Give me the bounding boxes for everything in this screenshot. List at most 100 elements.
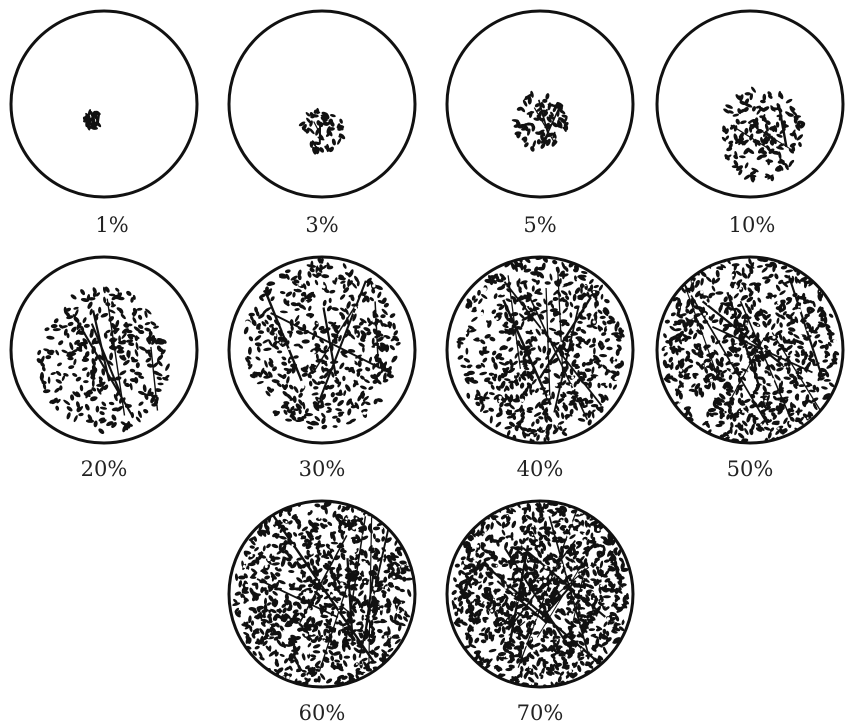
leaf <box>376 583 384 588</box>
leaf <box>565 673 571 679</box>
leaf <box>124 423 129 431</box>
leaf <box>314 503 321 508</box>
leaf <box>381 547 386 552</box>
leaf <box>319 603 325 611</box>
canopy-gap <box>753 263 757 266</box>
leaf <box>277 519 282 526</box>
panel-circle <box>9 255 199 445</box>
leaf <box>340 611 347 614</box>
canopy-gap <box>362 411 367 415</box>
leaf <box>361 393 365 399</box>
leaf <box>751 106 757 112</box>
canopy-gap <box>464 331 468 335</box>
leaf <box>383 569 391 574</box>
canopy-gap <box>531 508 535 512</box>
leaf <box>363 379 370 384</box>
leaf <box>608 315 615 321</box>
leaf <box>516 578 524 582</box>
leaf <box>404 577 413 581</box>
leaf <box>522 99 528 107</box>
canopy-gap <box>678 306 681 309</box>
canopy-gap <box>505 272 507 274</box>
leaf <box>523 349 529 358</box>
leaf <box>314 343 321 348</box>
leaf <box>313 141 321 146</box>
leaf <box>356 644 365 649</box>
leaf <box>131 309 138 315</box>
leaf <box>710 313 715 320</box>
leaf <box>120 313 126 320</box>
leaf <box>683 372 690 378</box>
leaf <box>310 348 317 353</box>
leaf <box>314 279 319 286</box>
leaf <box>66 406 73 412</box>
leaf <box>517 123 526 129</box>
leaf <box>334 513 342 518</box>
leaf <box>491 376 497 382</box>
leaf <box>293 288 302 293</box>
leaf <box>602 584 608 592</box>
leaf <box>157 382 164 386</box>
leaf <box>586 651 591 660</box>
leaf <box>75 376 82 382</box>
leaf <box>349 629 358 634</box>
leaf <box>264 319 269 325</box>
leaf <box>783 376 791 380</box>
leaf <box>759 395 768 399</box>
leaf <box>119 370 127 376</box>
leaf <box>376 336 384 342</box>
canopy-gap <box>805 378 807 380</box>
leaf <box>491 563 497 568</box>
leaf <box>692 373 697 379</box>
leaf <box>726 351 733 357</box>
canopy-gap <box>542 339 546 342</box>
canopy-gap <box>267 557 271 562</box>
leaf <box>537 345 542 353</box>
canopy-gap <box>529 574 533 578</box>
leaf <box>807 357 815 363</box>
leaf <box>323 367 329 372</box>
leaf <box>602 628 607 635</box>
leaf <box>586 377 594 382</box>
canopy-gap <box>757 324 759 327</box>
leaf <box>507 642 515 647</box>
leaf <box>514 378 519 387</box>
leaf <box>84 351 90 357</box>
leaf <box>290 325 294 331</box>
canopy-gap <box>547 514 550 517</box>
leaf <box>618 557 624 562</box>
leaf <box>301 126 308 133</box>
leaf <box>770 323 776 331</box>
leaf <box>775 363 782 367</box>
leaf <box>765 335 770 343</box>
leaf <box>323 345 328 351</box>
leaf <box>775 329 783 336</box>
leaf <box>738 425 744 431</box>
leaf <box>345 626 353 632</box>
foliage-drawing <box>661 257 842 443</box>
leaf <box>268 595 274 602</box>
leaf <box>553 670 561 675</box>
leaf <box>256 380 264 385</box>
leaf <box>582 381 589 386</box>
leaf <box>101 368 106 376</box>
leaf <box>734 366 740 373</box>
leaf <box>373 651 378 657</box>
canopy-gap <box>490 609 494 613</box>
leaf <box>248 312 255 317</box>
canopy-gap <box>384 586 389 590</box>
leaf <box>585 338 591 345</box>
leaf <box>518 603 527 607</box>
leaf <box>698 345 702 353</box>
leaf <box>296 577 303 583</box>
leaf <box>521 136 528 141</box>
canopy-gap <box>559 402 563 407</box>
leaf <box>585 569 590 578</box>
leaf <box>137 390 146 396</box>
leaf <box>591 616 596 621</box>
leaf <box>540 403 545 411</box>
leaf <box>373 330 379 335</box>
leaf <box>738 135 744 141</box>
canopy-gap <box>767 343 772 348</box>
canopy-gap <box>730 310 735 314</box>
